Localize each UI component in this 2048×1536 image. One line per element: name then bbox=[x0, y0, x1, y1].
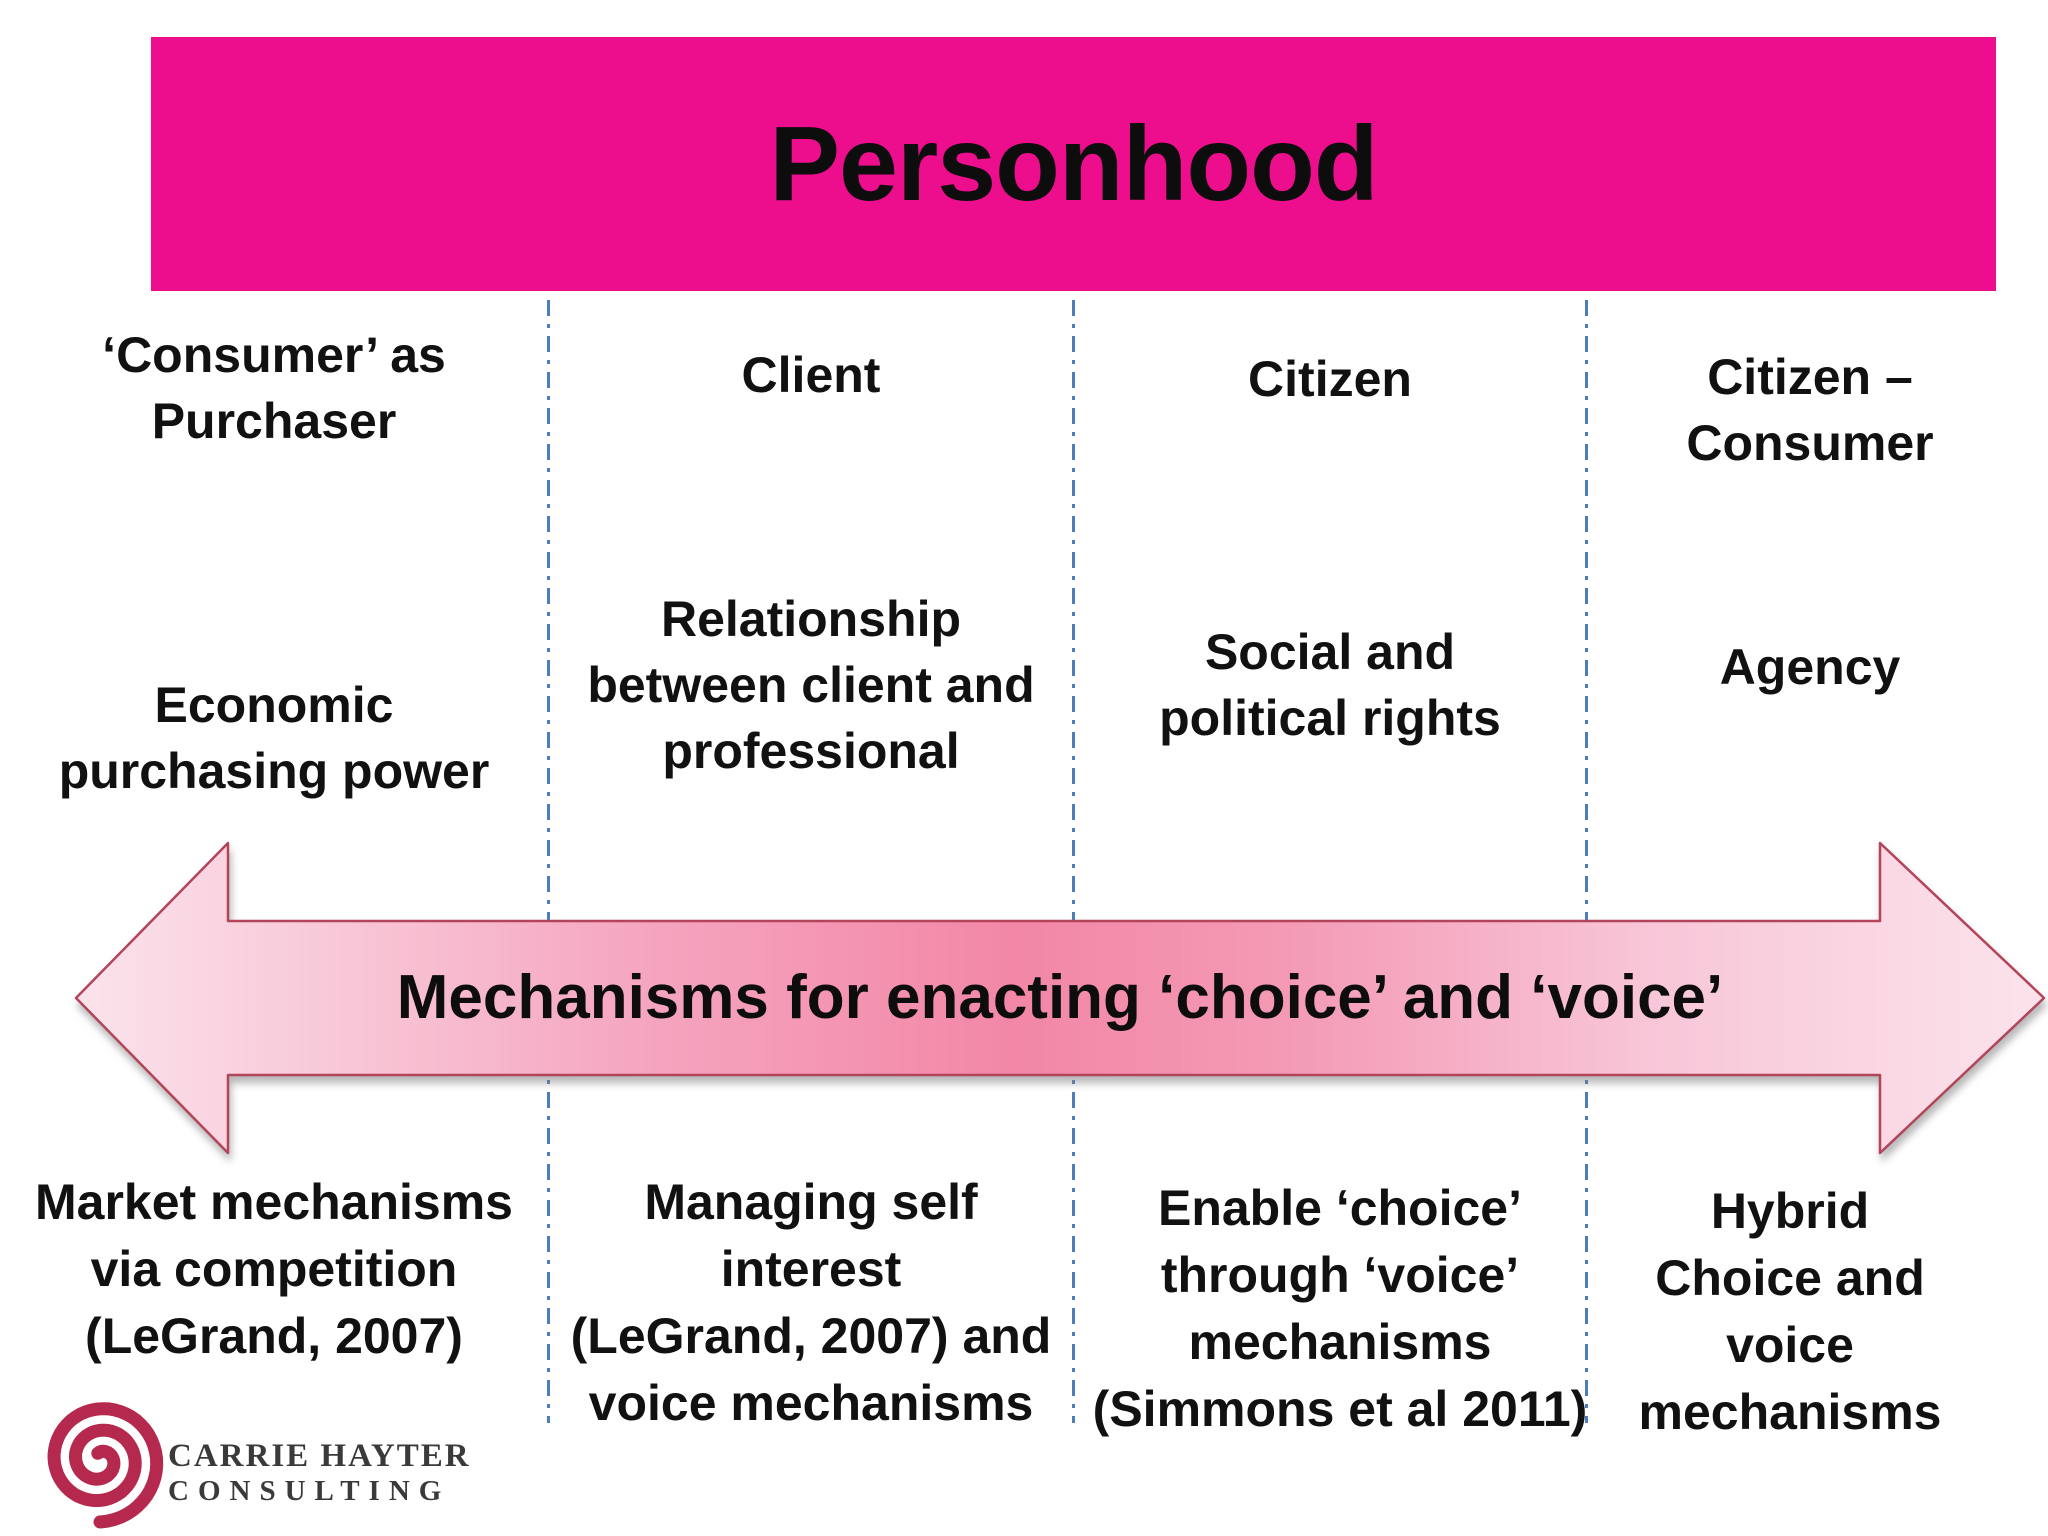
header-bar: Personhood bbox=[151, 37, 1996, 291]
basis-social-political-rights: Social and political rights bbox=[1159, 624, 1501, 746]
logo-company-name: CARRIE HAYTER bbox=[168, 1438, 471, 1474]
mechanism-managing-self-interest: Managing self interest (LeGrand, 2007) a… bbox=[570, 1174, 1052, 1431]
basis-agency: Agency bbox=[1719, 639, 1901, 695]
persona-citizen-consumer: Citizen – Consumer bbox=[1686, 349, 1934, 471]
mechanism-market-competition: Market mechanisms via competition (LeGra… bbox=[34, 1174, 513, 1364]
basis-economic-purchasing-power: Economic purchasing power bbox=[58, 677, 490, 799]
logo-company-subname: CONSULTING bbox=[168, 1475, 451, 1507]
arrow-label: Mechanisms for enacting ‘choice’ and ‘vo… bbox=[396, 963, 1724, 1032]
logo-wordmark: CARRIE HAYTER CONSULTING bbox=[168, 1438, 471, 1508]
basis-client-professional-relationship: Relationship between client and professi… bbox=[587, 591, 1035, 779]
page-title: Personhood bbox=[769, 104, 1378, 223]
persona-consumer-as-purchaser: ‘Consumer’ as Purchaser bbox=[102, 327, 446, 449]
persona-client: Client bbox=[741, 347, 881, 403]
persona-citizen: Citizen bbox=[1248, 351, 1412, 407]
mechanism-choice-through-voice: Enable ‘choice’ through ‘voice’ mechanis… bbox=[1092, 1180, 1588, 1437]
mechanism-hybrid-choice-voice: Hybrid Choice and voice mechanisms bbox=[1638, 1183, 1942, 1440]
